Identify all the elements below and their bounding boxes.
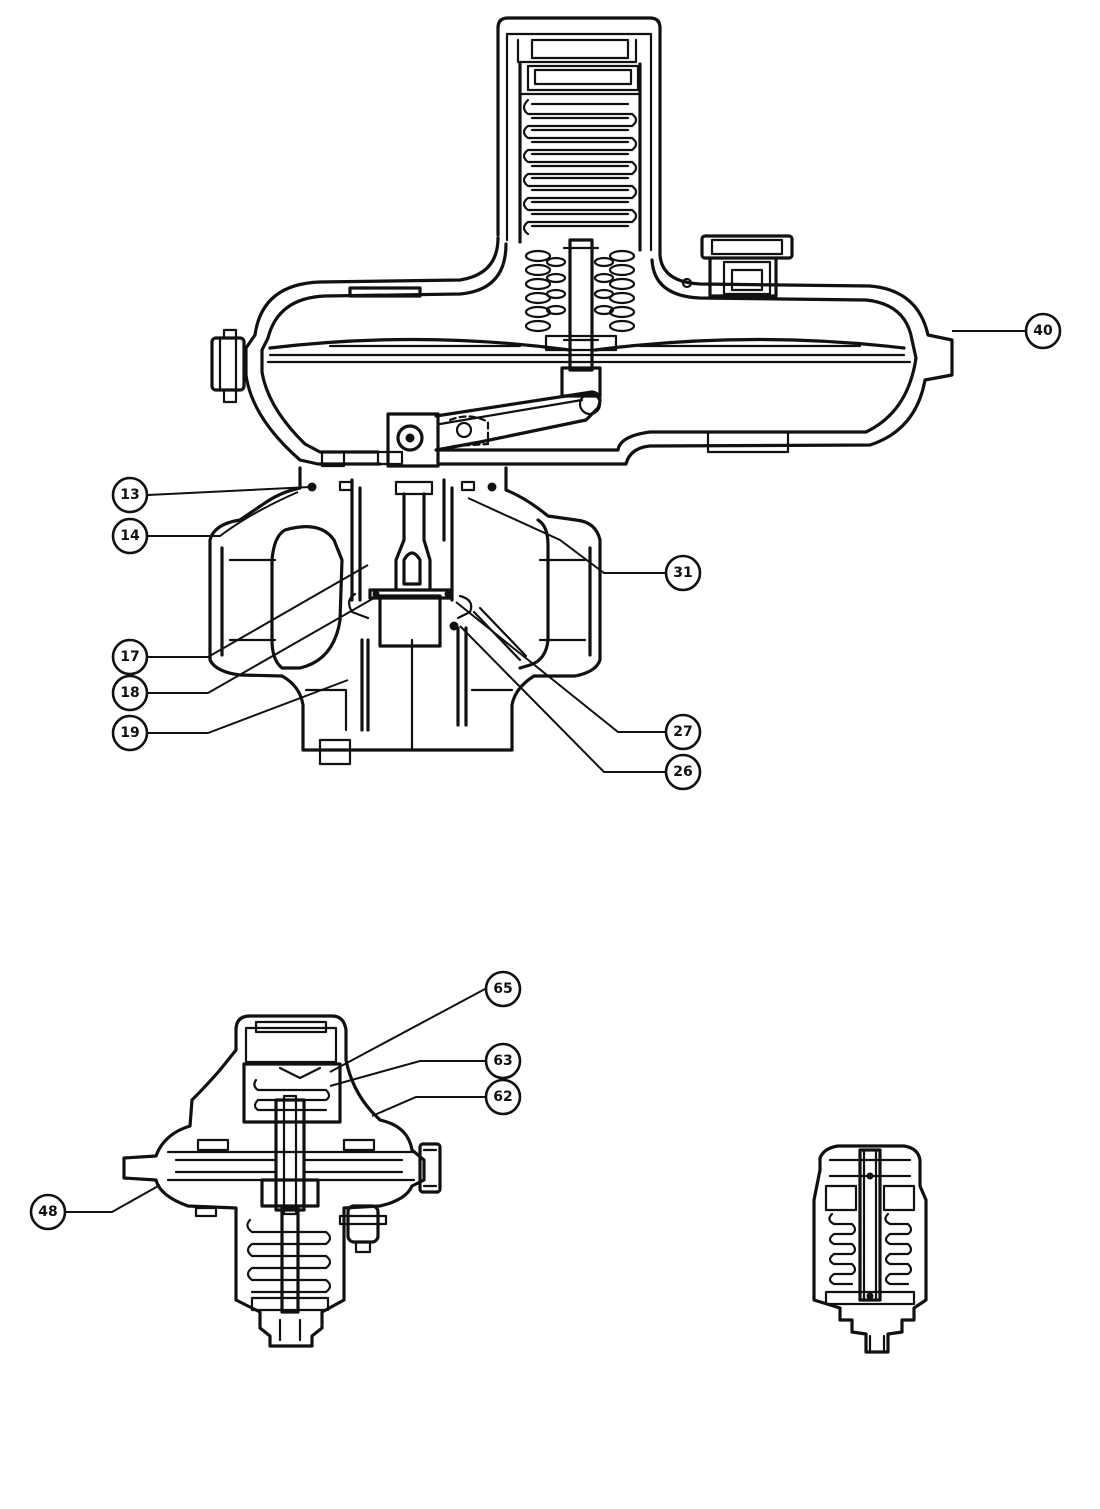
svg-text:26: 26 <box>673 764 692 780</box>
closing-cap-bolt <box>210 328 246 404</box>
svg-text:27: 27 <box>673 724 692 740</box>
valve-body <box>208 466 602 766</box>
callout-40: 40 <box>1024 312 1062 350</box>
svg-text:31: 31 <box>673 565 692 581</box>
pilot-cross-section: 65 63 62 48 <box>29 970 522 1348</box>
svg-text:19: 19 <box>120 725 139 741</box>
svg-text:13: 13 <box>120 487 139 503</box>
callout-27: 27 <box>664 713 702 751</box>
callout-31: 31 <box>664 554 702 592</box>
vent-assembly <box>681 234 794 298</box>
callout-14: 14 <box>111 517 149 555</box>
callout-26: 26 <box>664 753 702 791</box>
pilot-callouts: 65 63 62 48 <box>29 970 522 1231</box>
lower-spring-coils <box>524 249 636 333</box>
diaphragm-casing <box>244 236 954 468</box>
svg-text:40: 40 <box>1033 323 1053 339</box>
lever-mechanism <box>386 390 602 468</box>
valve-stem <box>544 238 618 398</box>
callout-62: 62 <box>484 1078 522 1116</box>
callout-48: 48 <box>29 1193 67 1231</box>
callout-65: 65 <box>484 970 522 1008</box>
svg-text:17: 17 <box>120 649 139 665</box>
svg-text:62: 62 <box>493 1089 512 1105</box>
callout-13: 13 <box>111 476 149 514</box>
callout-63: 63 <box>484 1042 522 1080</box>
main-leader-lines <box>147 330 1025 773</box>
diaphragm-plate <box>268 337 906 352</box>
main-callouts: 40 13 14 31 17 18 <box>111 312 1062 791</box>
svg-text:14: 14 <box>120 528 140 544</box>
main-spring <box>522 98 638 236</box>
svg-text:65: 65 <box>493 981 512 997</box>
relief-valve-cross-section <box>812 1144 928 1354</box>
svg-text:18: 18 <box>120 685 139 701</box>
callout-19: 19 <box>111 714 149 752</box>
svg-text:48: 48 <box>38 1204 57 1220</box>
callout-17: 17 <box>111 638 149 676</box>
spring-bonnet <box>496 16 662 257</box>
main-regulator-cross-section: 40 13 14 31 17 18 <box>111 16 1062 791</box>
svg-text:63: 63 <box>493 1053 512 1069</box>
callout-18: 18 <box>111 674 149 712</box>
